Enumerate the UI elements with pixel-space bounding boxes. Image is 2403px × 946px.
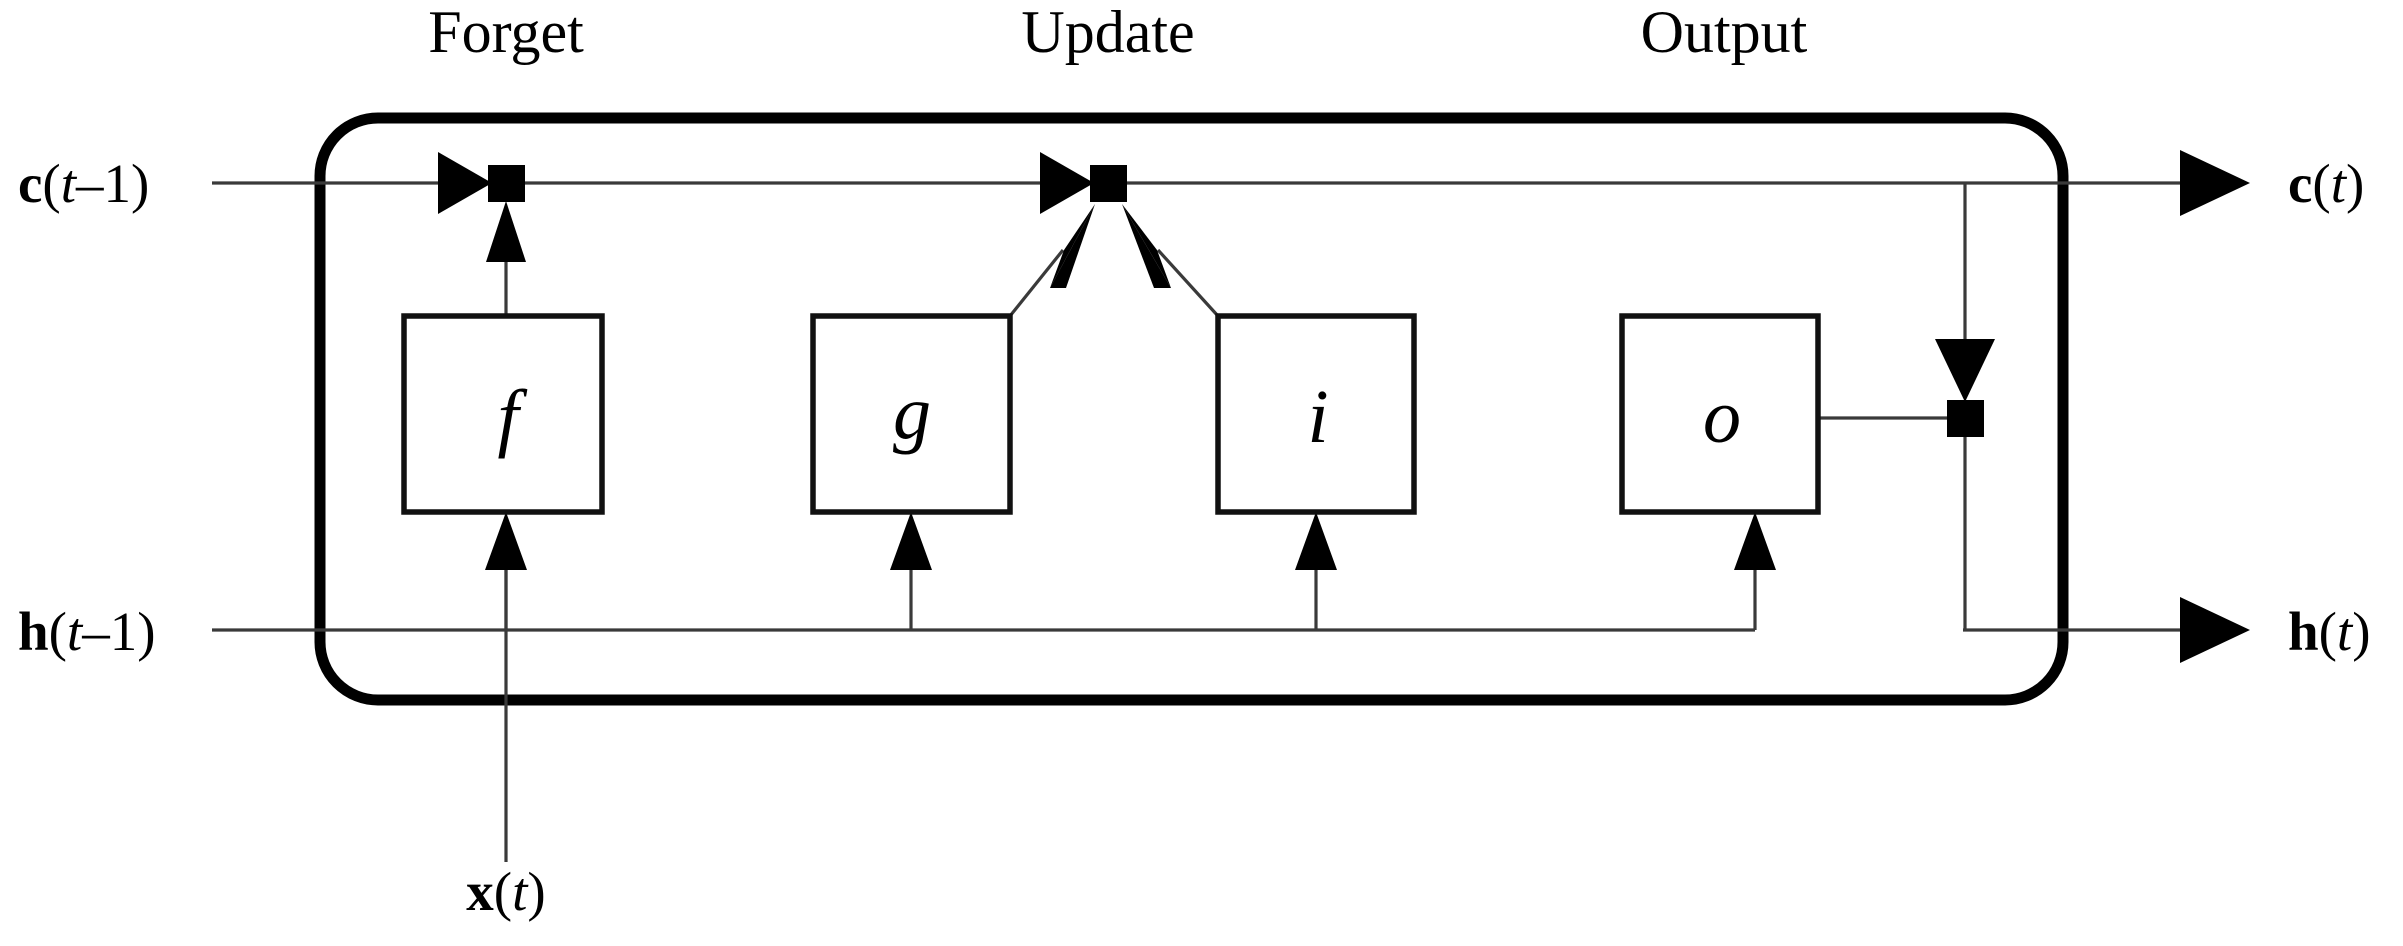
label-h-prev-paren-close: ) [137, 601, 155, 662]
label-x-input-paren-open: ( [494, 861, 512, 922]
label-c-prev: c(t–1) [18, 153, 149, 214]
update-inflow-arrow-icon [1040, 152, 1094, 214]
output-gate-input-arrow-icon [1734, 512, 1776, 570]
candidate-gate-input-arrow-icon [890, 512, 932, 570]
candidate-gate-output-arrow-icon-2 [1050, 204, 1095, 288]
label-h-out-vec: h [2288, 601, 2319, 662]
label-h-out-paren-open: ( [2319, 601, 2337, 662]
label-c-out-t: t [2331, 153, 2348, 214]
label-c-prev-vec: c [18, 153, 42, 214]
label-h-prev-suffix: –1 [81, 601, 137, 662]
gate-output: o [1619, 313, 1821, 515]
label-h-prev-paren-open: ( [49, 601, 67, 662]
input-gate-output-arrow-icon-2 [1122, 204, 1171, 288]
section-label-update: Update [1021, 0, 1194, 65]
label-c-prev-paren-open: ( [42, 153, 60, 214]
output-gate-box [1619, 313, 1821, 515]
forget-gate-output-arrow-icon [486, 201, 526, 262]
output-gate-letter: o [1703, 375, 1741, 459]
input-gate-output-line [1156, 248, 1220, 318]
candidate-gate-letter: g [893, 371, 931, 455]
label-h-prev: h(t–1) [18, 601, 156, 662]
output-multiply-operator [1947, 400, 1984, 437]
h-out-arrow-icon [2180, 597, 2250, 663]
label-h-out-t: t [2337, 601, 2354, 662]
c-out-arrow-icon [2180, 150, 2250, 216]
section-label-forget: Forget [428, 0, 584, 65]
candidate-gate-box [810, 313, 1013, 515]
section-label-output: Output [1641, 0, 1808, 65]
input-gate-box [1215, 313, 1417, 515]
forget-multiply-operator [488, 165, 525, 202]
label-x-input: x(t) [466, 861, 545, 922]
label-c-out-paren-open: ( [2312, 153, 2330, 214]
label-c-out: c(t) [2288, 153, 2364, 214]
gate-forget: f [401, 313, 605, 515]
forget-inflow-arrow-icon [438, 152, 492, 214]
gate-candidate: g [810, 313, 1013, 515]
cell-state-tap-arrow-icon [1935, 339, 1995, 402]
label-x-input-paren-close: ) [527, 861, 545, 922]
label-h-prev-t: t [67, 601, 84, 662]
label-c-out-vec: c [2288, 153, 2312, 214]
label-c-prev-paren-close: ) [131, 153, 149, 214]
forget-gate-box [401, 313, 605, 515]
label-h-out: h(t) [2288, 601, 2371, 662]
label-h-prev-vec: h [18, 601, 49, 662]
candidate-gate-output-line [1008, 248, 1065, 318]
input-gate-input-arrow-icon [1295, 512, 1337, 570]
label-x-input-t: t [512, 861, 529, 922]
label-c-out-paren-close: ) [2346, 153, 2364, 214]
gate-input: i [1215, 313, 1417, 515]
label-c-prev-t: t [61, 153, 78, 214]
label-h-out-paren-close: ) [2352, 601, 2370, 662]
forget-gate-input-arrow-icon [485, 512, 527, 570]
label-x-input-vec: x [466, 861, 494, 922]
input-gate-letter: i [1307, 375, 1328, 459]
cell-boundary [314, 112, 2069, 706]
label-c-prev-suffix: –1 [75, 153, 131, 214]
update-add-operator [1090, 165, 1127, 202]
